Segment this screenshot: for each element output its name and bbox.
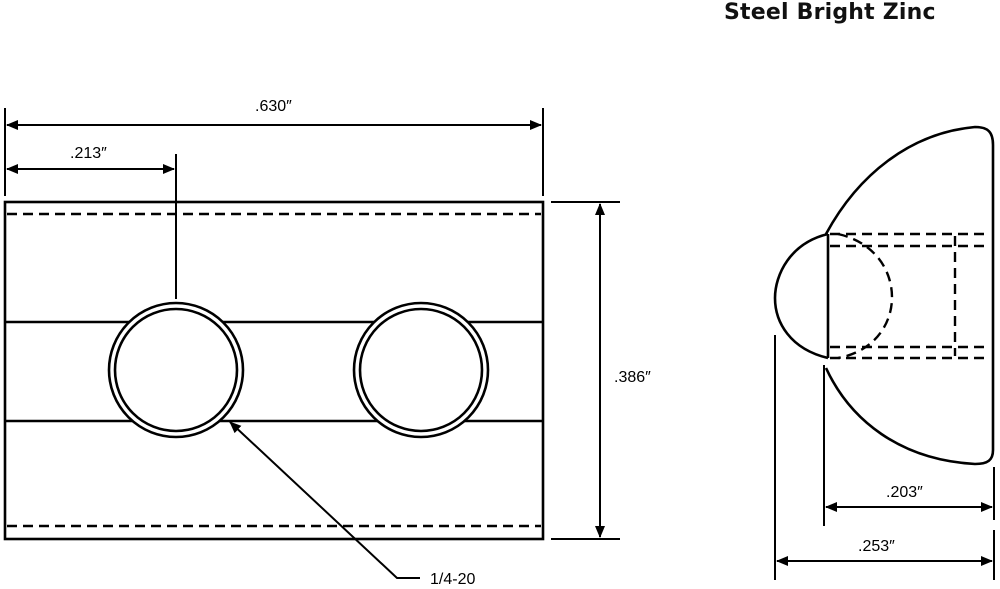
threaded-hole-right — [352, 301, 490, 439]
dimension-depth-inner: .203″ — [823, 365, 995, 526]
dimension-label-outer: .253″ — [858, 538, 895, 555]
dimension-label-length: .630″ — [255, 98, 292, 115]
dimension-label-offset: .213″ — [70, 145, 107, 162]
leader-line — [229, 421, 420, 579]
drawing-title: Steel Bright Zinc — [724, 0, 936, 25]
nut-profile-outline — [824, 125, 995, 466]
dimension-hole-offset: .213″ — [6, 145, 177, 299]
hidden-tab-curve — [837, 232, 894, 360]
nut-tab-outline — [773, 232, 829, 360]
threaded-hole-left — [107, 301, 245, 439]
dimension-label-height: .386″ — [614, 369, 651, 386]
dimension-overall-length: .630″ — [4, 98, 544, 196]
dimension-label-inner: .203″ — [886, 484, 923, 501]
thread-callout: 1/4-20 — [229, 421, 475, 588]
front-view — [3, 200, 545, 541]
dimension-height: .386″ — [551, 201, 651, 540]
dimension-depth-outer: .253″ — [774, 335, 995, 580]
side-view — [773, 125, 995, 466]
nut-body-outline — [3, 200, 545, 541]
thread-label: 1/4-20 — [430, 571, 475, 588]
